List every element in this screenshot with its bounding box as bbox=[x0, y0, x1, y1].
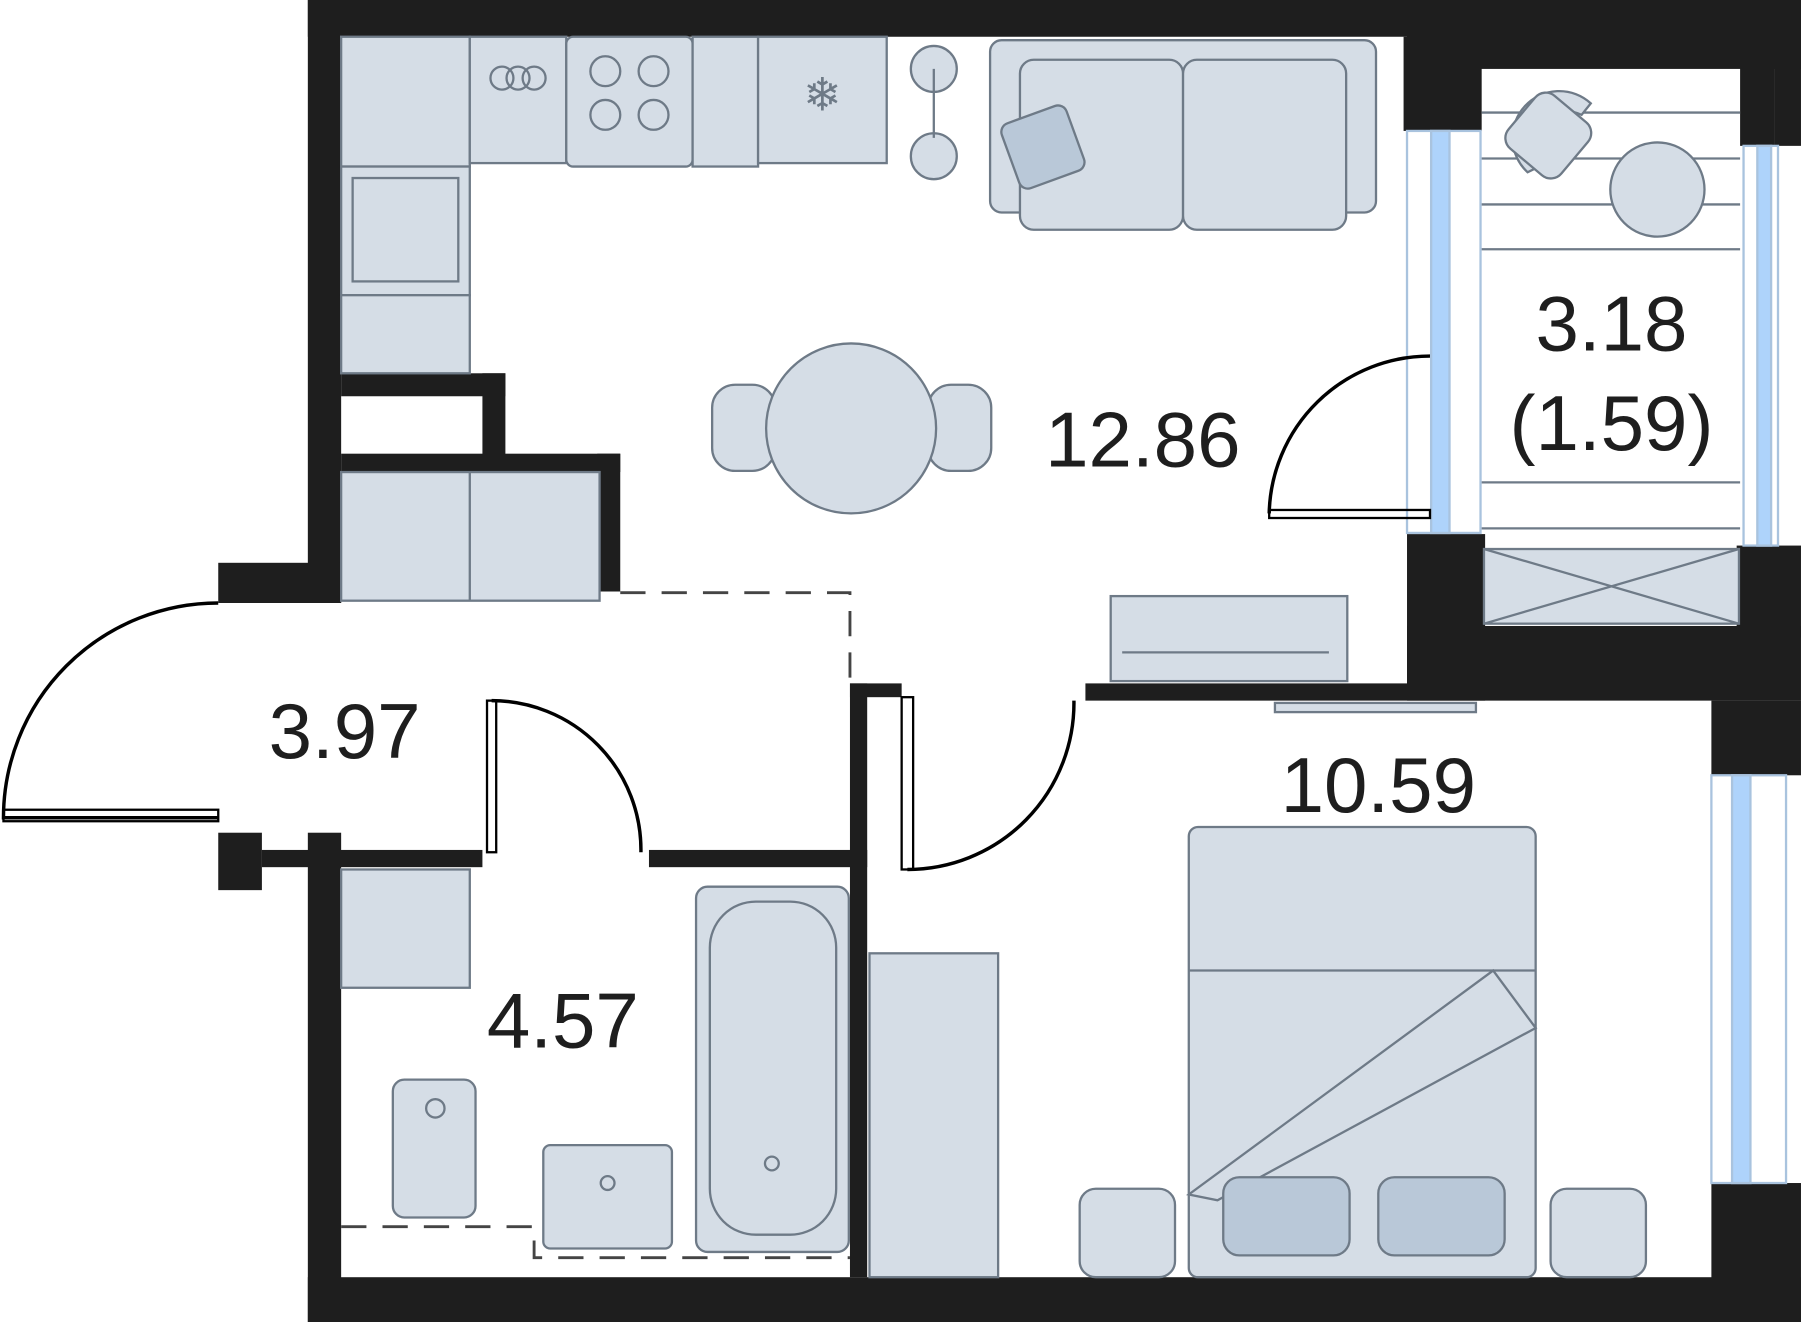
room-area-living: 12.86 bbox=[1045, 395, 1240, 483]
fridge bbox=[756, 35, 888, 165]
dishwasher bbox=[468, 35, 568, 165]
dining-table bbox=[710, 342, 993, 515]
stove bbox=[565, 35, 694, 168]
doors bbox=[1, 354, 1432, 872]
tv-unit bbox=[1109, 594, 1478, 714]
room-area-bedroom: 10.59 bbox=[1281, 741, 1476, 829]
room-area-balcony: 3.18 bbox=[1535, 279, 1687, 367]
entrance-door bbox=[1, 601, 219, 820]
oven bbox=[339, 165, 471, 297]
nightstand-left bbox=[1078, 1187, 1177, 1279]
balcony-table bbox=[1609, 141, 1706, 238]
sofa bbox=[988, 39, 1378, 231]
toilet bbox=[391, 1078, 477, 1219]
bathtub bbox=[694, 885, 850, 1254]
bedroom-wardrobe bbox=[868, 952, 1000, 1279]
bedroom-furniture bbox=[868, 825, 1648, 1279]
windows bbox=[1405, 129, 1788, 1185]
washing-machine bbox=[339, 868, 471, 989]
room-area-balcony-reduced: (1.59) bbox=[1509, 379, 1713, 467]
room-area-hallway: 3.97 bbox=[269, 687, 421, 775]
nightstand-right bbox=[1549, 1187, 1648, 1279]
sink bbox=[542, 1143, 674, 1250]
kitchen: ❄ bbox=[339, 35, 888, 375]
snowflake-icon: ❄ bbox=[803, 67, 841, 121]
hall-wardrobe bbox=[339, 470, 601, 602]
walls bbox=[218, 0, 1801, 1322]
floor-lamp bbox=[909, 44, 958, 181]
bathroom-fixtures bbox=[339, 868, 850, 1260]
balcony-chair bbox=[1504, 89, 1593, 180]
room-area-bathroom: 4.57 bbox=[487, 976, 639, 1064]
balcony-deck bbox=[1481, 89, 1741, 625]
